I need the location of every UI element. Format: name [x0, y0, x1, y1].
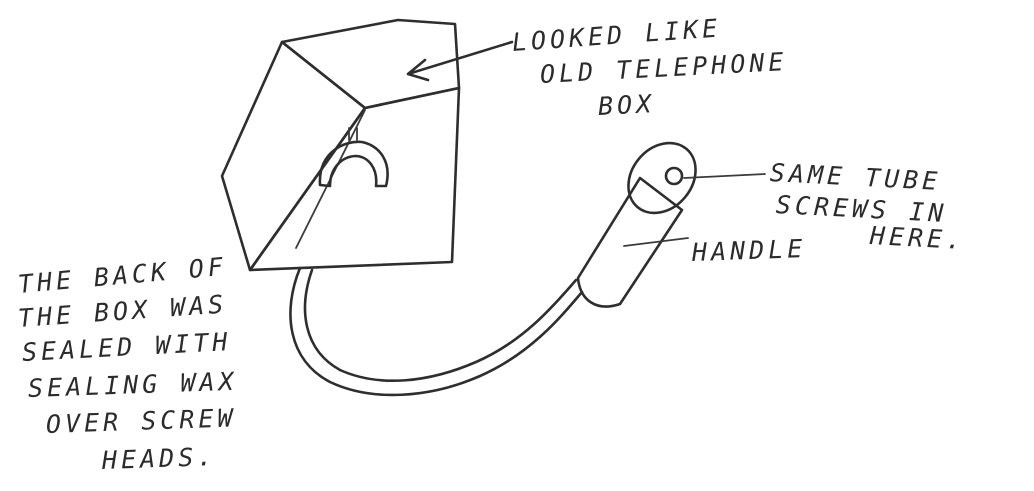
box-left-face [222, 42, 365, 270]
tube-socket [666, 168, 682, 184]
tube-label-line-3: HERE. [869, 223, 965, 253]
handle-pointer-line [624, 238, 688, 246]
box-label-line-3: BOX [597, 91, 655, 119]
box-front-face [250, 88, 459, 270]
box-pointer-arrow [408, 42, 512, 80]
back-note-line-6: HEADS. [102, 444, 217, 473]
back-note-line-5: OVER SCREW [46, 405, 237, 437]
cord-inner [305, 270, 576, 381]
box-cradle [320, 142, 388, 186]
back-note-line-4: SEALING WAX [28, 369, 238, 401]
handle-label: HANDLE [692, 236, 807, 265]
